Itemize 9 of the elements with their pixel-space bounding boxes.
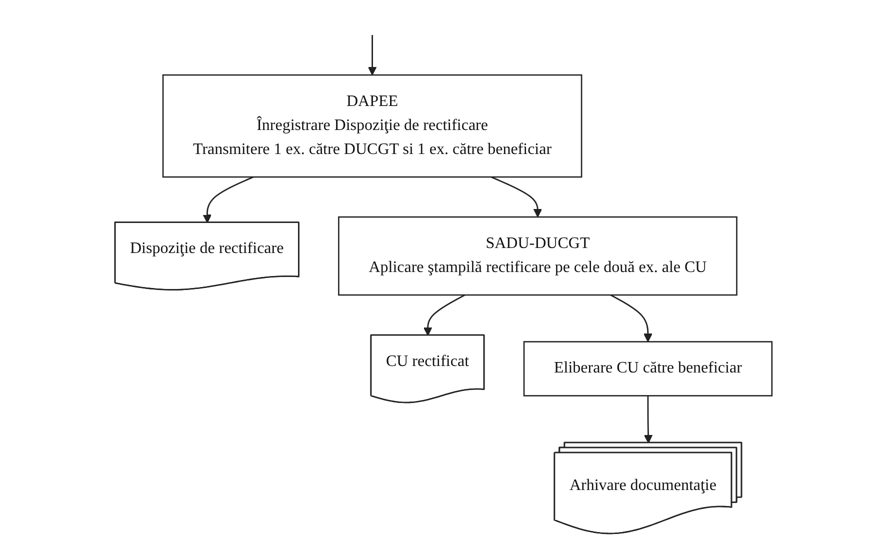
- arrow: [610, 294, 652, 342]
- node-box: Eliberare CU către beneficiar: [523, 341, 773, 397]
- node-box: DAPEE Înregistrare Dispoziţie de rectificare Transmitere 1 ex. către DUCGT si 1 ex. către beneficiar: [162, 74, 582, 178]
- arrow: [423, 294, 466, 336]
- node-box: SADU-DUCGT Aplicare ştampilă rectificare pe cele două ex. ale CU: [338, 216, 738, 296]
- arrow: [202, 176, 254, 224]
- arrow: [490, 176, 542, 218]
- arrow: [368, 35, 377, 76]
- arrow: [644, 396, 653, 444]
